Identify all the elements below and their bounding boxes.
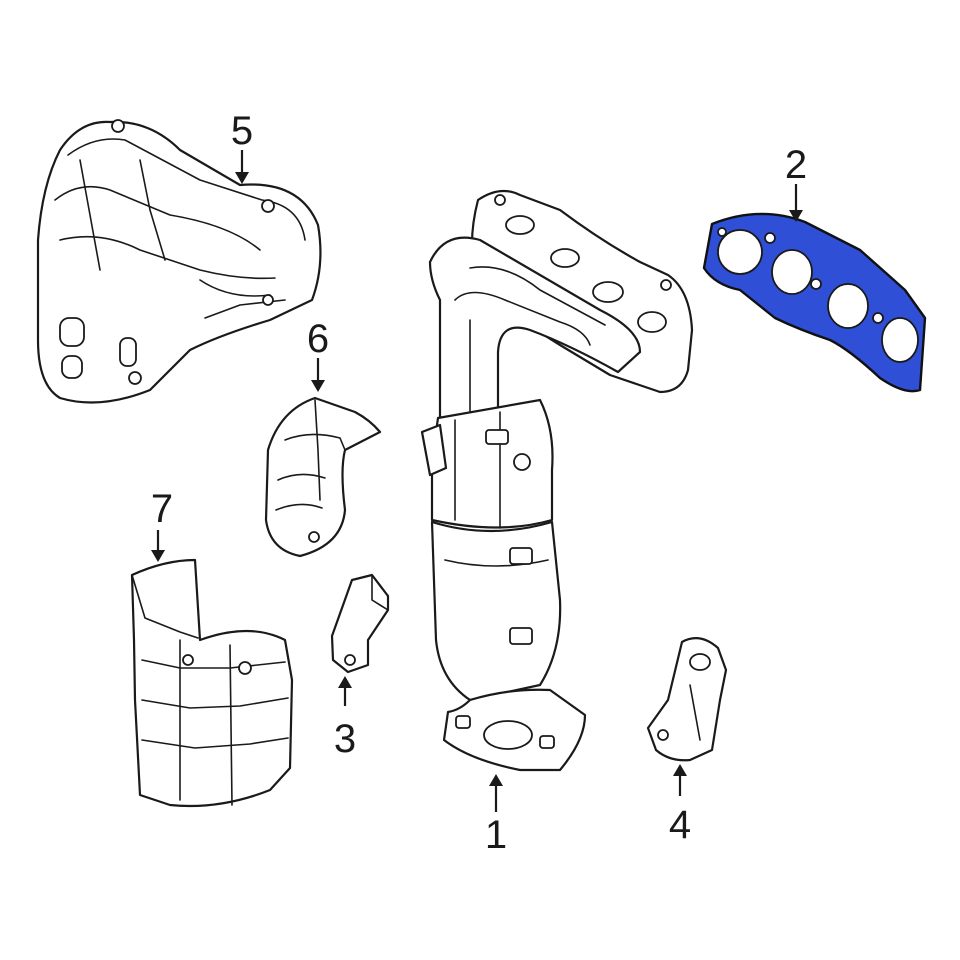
callout-4: 4 <box>669 764 691 847</box>
part-6-heat-shield-small <box>264 396 382 558</box>
callout-label-3: 3 <box>334 717 356 761</box>
callout-label-6: 6 <box>307 317 329 361</box>
part-7-heat-shield-lower <box>130 558 294 808</box>
callout-6: 6 <box>307 317 329 392</box>
callout-label-4: 4 <box>669 803 691 847</box>
callout-label-7: 7 <box>151 487 173 531</box>
part-5-heat-shield-upper <box>36 119 322 404</box>
callout-5: 5 <box>231 109 253 184</box>
part-3-bracket <box>330 573 390 674</box>
callout-7: 7 <box>151 487 173 562</box>
callout-3: 3 <box>334 676 356 761</box>
callout-label-5: 5 <box>231 109 253 153</box>
part-2-manifold-gasket <box>702 212 927 393</box>
callout-label-2: 2 <box>785 143 807 187</box>
part-1-exhaust-manifold-converter <box>420 189 694 772</box>
callout-2: 2 <box>785 143 807 222</box>
callout-label-1: 1 <box>485 813 507 857</box>
callout-1: 1 <box>485 774 507 857</box>
part-4-bracket <box>646 637 728 762</box>
